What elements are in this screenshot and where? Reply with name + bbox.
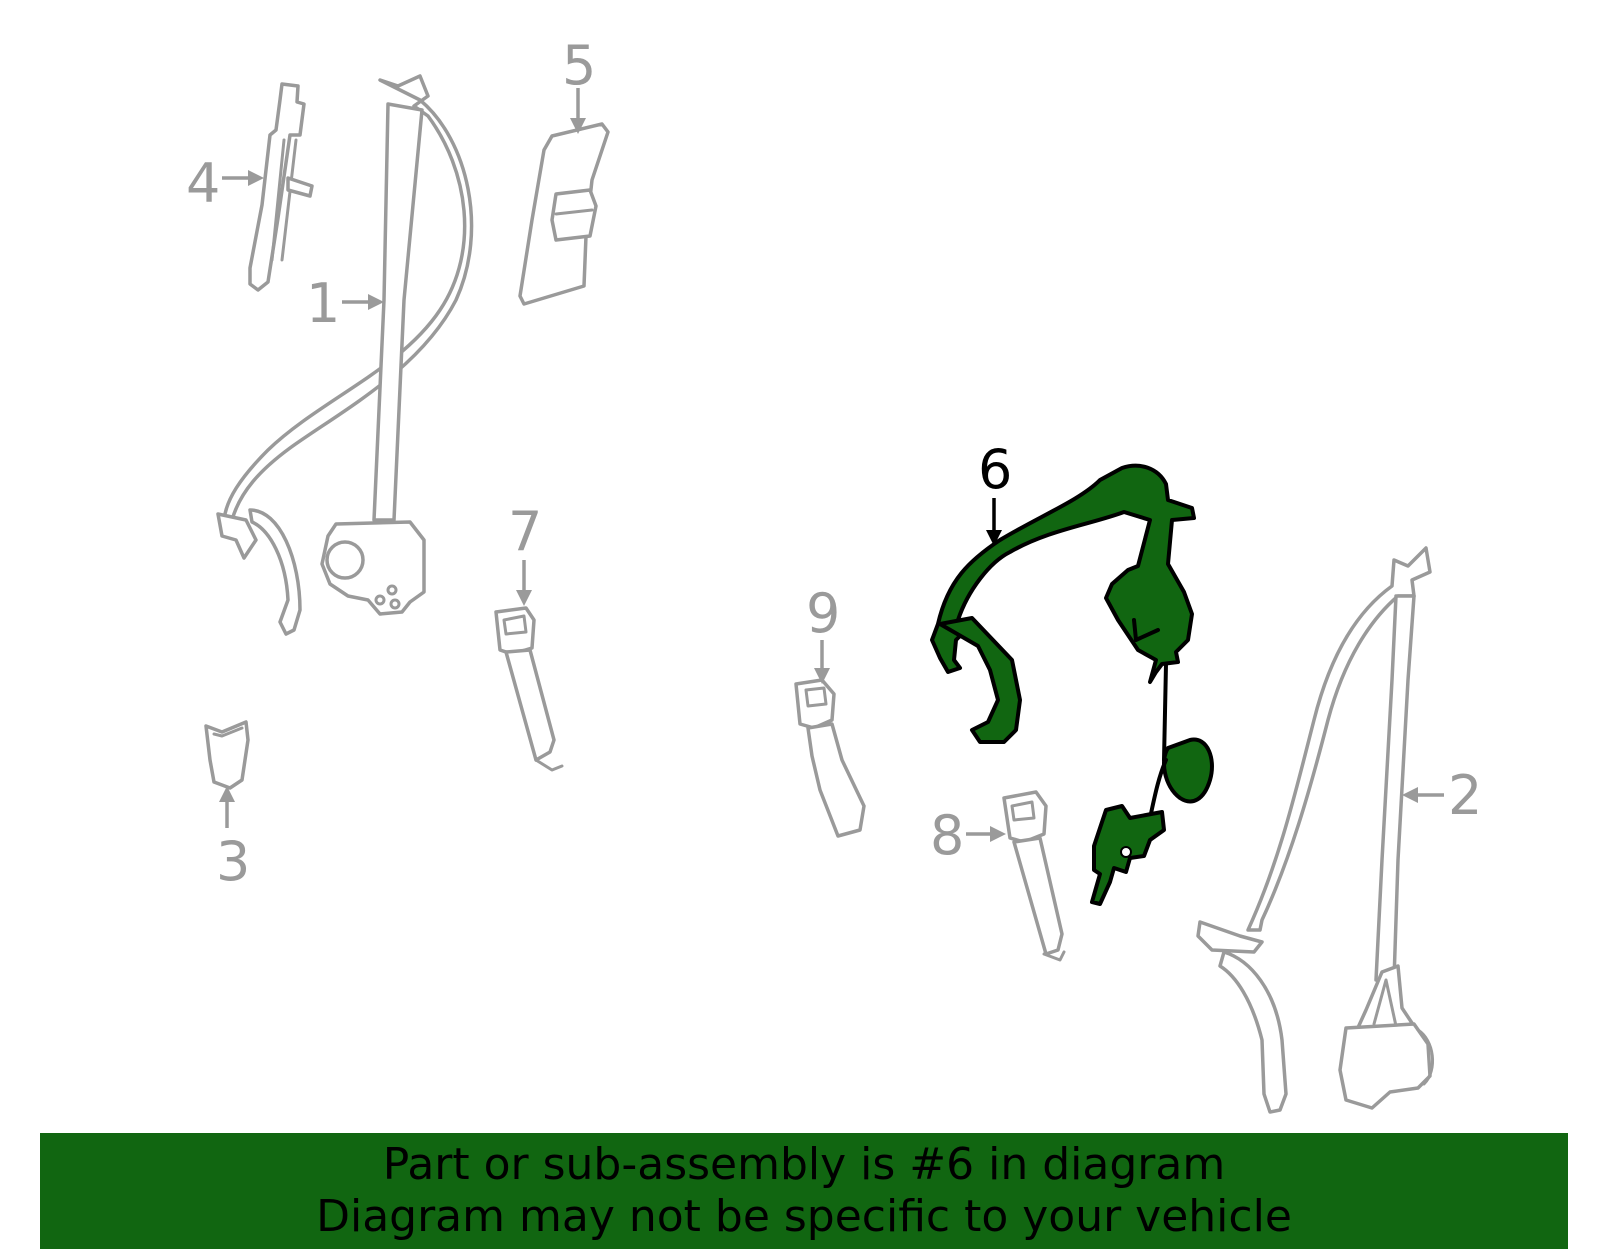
part-3-buckle-cover (204, 720, 250, 790)
part-6-seat-belt-assembly-highlighted (930, 463, 1214, 906)
svg-text:1: 1 (306, 272, 340, 335)
callout-5: 5 (562, 34, 596, 134)
part-9-buckle (794, 678, 866, 838)
svg-text:2: 2 (1448, 764, 1482, 827)
svg-text:6: 6 (978, 438, 1012, 501)
callout-6: 6 (978, 438, 1012, 546)
part-8-buckle (1002, 790, 1066, 962)
banner-line-disclaimer: Diagram may not be specific to your vehi… (316, 1191, 1292, 1242)
part-2-rear-belt-assembly (1196, 546, 1435, 1114)
part-7-buckle (494, 606, 564, 772)
callout-3: 3 (216, 786, 250, 893)
callout-9: 9 (806, 582, 840, 684)
part-4-height-adjuster (248, 82, 314, 292)
svg-text:5: 5 (562, 34, 596, 97)
svg-text:7: 7 (508, 500, 542, 563)
notice-banner: Part or sub-assembly is #6 in diagram Di… (40, 1133, 1568, 1249)
callout-1: 1 (306, 272, 384, 335)
svg-text:4: 4 (186, 152, 220, 215)
svg-text:8: 8 (930, 804, 964, 867)
callout-7: 7 (508, 500, 542, 606)
svg-text:3: 3 (216, 830, 250, 893)
callout-8: 8 (930, 804, 1006, 867)
part-5-pillar-trim (518, 122, 610, 306)
banner-line-part-number: Part or sub-assembly is #6 in diagram (382, 1139, 1226, 1190)
callout-2: 2 (1402, 764, 1482, 827)
part-1-front-belt-assembly (216, 74, 474, 636)
callout-4: 4 (186, 152, 264, 215)
svg-text:9: 9 (806, 582, 840, 645)
